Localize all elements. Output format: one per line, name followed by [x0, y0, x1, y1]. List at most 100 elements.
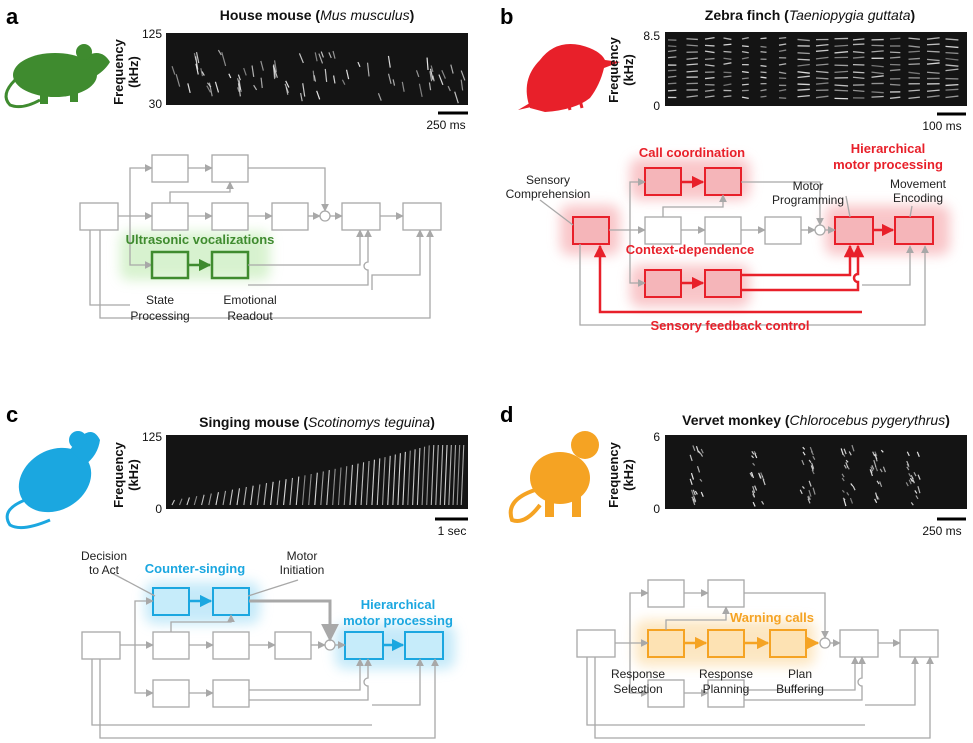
spectrogram-stroke [834, 51, 849, 54]
spectrogram-stroke [778, 63, 787, 66]
scale-label: 100 ms [922, 119, 961, 133]
panel-title: House mouse (Mus musculus) [220, 7, 415, 23]
node-label: Plan [788, 667, 812, 681]
spectrogram-stroke [195, 63, 199, 75]
highlight-label: Sensory feedback control [651, 318, 810, 333]
spectrogram-stroke [926, 43, 940, 46]
spectrogram-stroke [354, 463, 359, 506]
spectrogram-stroke [760, 45, 767, 48]
spectrogram-stroke [741, 96, 749, 100]
spectrogram-stroke [337, 467, 342, 506]
highlight-label: Warning calls [730, 610, 814, 625]
highlight-label: Hierarchical [851, 141, 925, 156]
spectrogram-stroke [178, 498, 183, 506]
spectrogram-stroke [926, 37, 940, 40]
spectrogram-stroke [689, 478, 693, 486]
spectrogram-stroke [908, 37, 920, 40]
spectrogram-stroke [222, 490, 227, 506]
spectrogram-stroke [693, 495, 697, 502]
y-max-tick: 8.5 [643, 29, 660, 43]
spectrogram-stroke [371, 459, 375, 506]
spectrogram-stroke [911, 479, 915, 484]
spectrogram-stroke [690, 489, 695, 496]
spectrogram-stroke [874, 453, 878, 460]
spectrogram-stroke [905, 482, 909, 487]
spectrogram-stroke [762, 479, 766, 486]
spectrogram-stroke [700, 452, 704, 457]
spectrogram-stroke [314, 52, 318, 62]
spectrogram-stroke [760, 95, 767, 98]
circuit-diagram: Ultrasonic vocalizations State Processin… [79, 154, 442, 323]
spectrogram-stroke [250, 485, 254, 506]
y-axis-label: Frequency(kHz) [111, 38, 141, 105]
spectrogram-stroke [686, 63, 698, 66]
spectrogram-stroke [704, 37, 715, 40]
spectrogram-stroke [807, 495, 812, 500]
spectrogram-stroke [749, 472, 753, 477]
spectrogram-stroke [906, 466, 910, 471]
circuit-diagram: Call coordination Hierarchical motor pro… [506, 141, 950, 333]
y-max-tick: 6 [653, 430, 660, 444]
spectrogram-stroke [320, 471, 324, 506]
spectrogram-stroke [387, 73, 392, 84]
spectrogram-stroke [871, 95, 884, 98]
spectrogram-stroke [426, 445, 430, 506]
spectrogram-stroke [807, 496, 811, 501]
spectrogram-stroke [842, 453, 846, 457]
spectrogram-stroke [741, 50, 749, 54]
spectrogram-stroke [460, 444, 465, 506]
spectrogram-stroke [945, 83, 959, 87]
spectrogram-stroke [704, 50, 715, 54]
node-label: State [146, 293, 174, 307]
spectrogram-stroke [760, 472, 764, 478]
spectrogram-stroke [723, 75, 732, 78]
spectrogram-marks [689, 444, 921, 507]
spectrogram-stroke [692, 445, 696, 452]
spectrogram-stroke [875, 492, 879, 500]
spectrogram-stroke [815, 43, 829, 47]
spectrogram-stroke [295, 476, 300, 506]
node-label: Decision [81, 549, 127, 563]
spectrogram-stroke [215, 492, 219, 506]
spectrogram-stroke [438, 74, 444, 86]
circuit-diagram: Warning calls Response Selection Respons… [576, 579, 939, 739]
spectrogram-stroke [416, 447, 421, 506]
spectrogram-stroke [871, 75, 884, 78]
spectrogram-stroke [686, 95, 698, 98]
spectrogram-stroke [316, 90, 321, 100]
spectrogram-stroke [270, 481, 274, 506]
spectrogram-stroke [843, 464, 847, 469]
spectrogram-stroke [366, 460, 370, 506]
spectrogram-stroke [276, 480, 281, 506]
spectrogram-stroke [667, 49, 677, 53]
spectrogram-stroke [692, 489, 696, 496]
spectrogram-stroke [208, 82, 213, 97]
spectrogram-stroke [889, 56, 901, 59]
spectrogram-stroke [810, 465, 814, 471]
spectrogram-stroke [841, 477, 845, 482]
spectrogram-stroke [807, 498, 811, 504]
spectrogram-stroke [686, 57, 698, 60]
spectrogram-stroke [175, 74, 181, 87]
spectrogram-stroke [916, 451, 920, 457]
spectrogram-stroke [439, 444, 444, 506]
vervet-monkey-icon [508, 431, 599, 523]
spectrogram-stroke [667, 56, 677, 59]
spectrogram-stroke [214, 81, 220, 93]
spectrogram-stroke [848, 451, 852, 456]
spectrogram-stroke [428, 82, 432, 91]
spectrogram-stroke [318, 53, 324, 64]
y-min-tick: 30 [149, 97, 163, 111]
spectrogram-stroke [845, 459, 849, 463]
spectrogram-stroke [797, 58, 810, 61]
spectrogram-stroke [815, 49, 829, 52]
spectrogram-stroke [801, 486, 805, 489]
spectrogram-stroke [871, 91, 884, 94]
panel-letter: b [500, 4, 513, 29]
spectrogram-stroke [876, 495, 880, 500]
spectrogram-stroke [802, 451, 806, 456]
spectrogram-stroke [426, 57, 429, 70]
spectrogram-stroke [741, 36, 749, 40]
spectrogram-stroke [879, 481, 883, 488]
spectrogram-stroke [256, 484, 261, 506]
